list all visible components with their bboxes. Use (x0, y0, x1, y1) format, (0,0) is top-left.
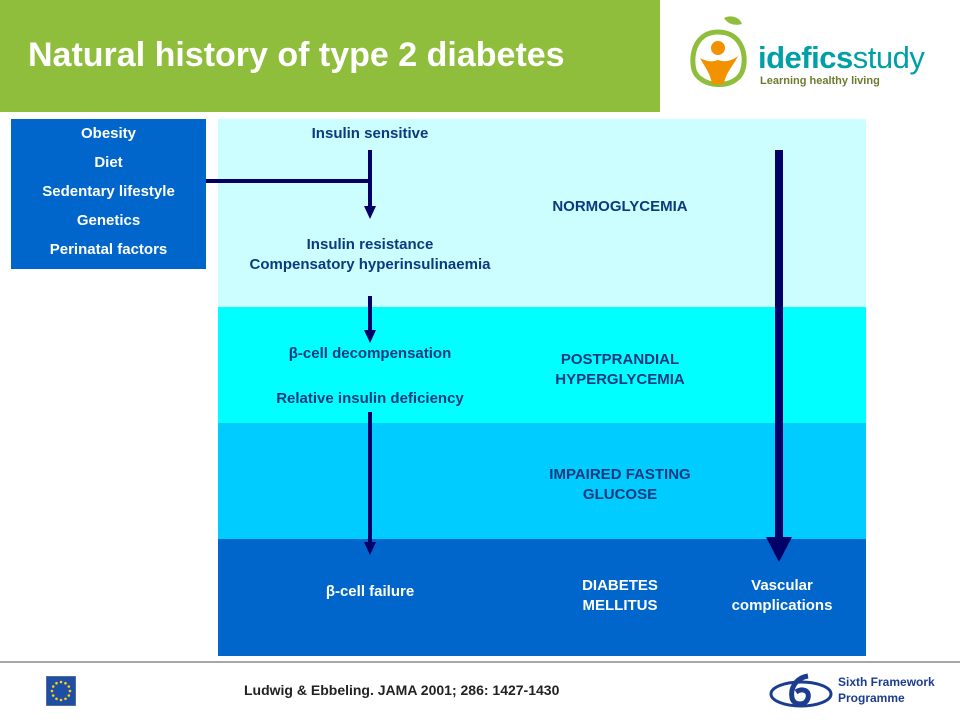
logo-tagline: Learning healthy living (760, 75, 880, 87)
band-normoglycemia (218, 119, 866, 307)
stage-diabetes-mellitus: DIABETES MELLITUS (582, 577, 658, 614)
stage-impaired-fasting-glucose: IMPAIRED FASTING GLUCOSE (549, 466, 691, 503)
stage-postprandial-hyperglycemia: POSTPRANDIAL HYPERGLYCEMIA (555, 351, 685, 388)
header-bar: Natural history of type 2 diabetes (0, 0, 660, 112)
risk-factor-diet: Diet (94, 154, 123, 171)
stage-normoglycemia: NORMOGLYCEMIA (552, 198, 688, 215)
label-insulin-sensitive: Insulin sensitive (311, 125, 429, 142)
arrowhead-decompensation-icon (364, 330, 376, 343)
risk-factor-genetics: Genetics (76, 212, 141, 229)
label-insulin-resistance: Insulin resistance Compensatory hyperins… (249, 236, 491, 273)
risk-factors-box: Obesity Diet Sedentary lifestyle Genetic… (11, 119, 206, 269)
slide-title: Natural history of type 2 diabetes (28, 36, 565, 74)
eu-flag-icon (46, 676, 76, 706)
risk-factor-sedentary-lifestyle: Sedentary lifestyle (42, 183, 175, 200)
sixth-framework-logo-icon (769, 673, 833, 708)
idefics-logo-icon (690, 16, 747, 87)
citation: Ludwig & Ebbeling. JAMA 2001; 286: 1427-… (244, 682, 560, 698)
band-impaired-fasting-glucose (218, 423, 866, 539)
label-relative-insulin-deficiency: Relative insulin deficiency (276, 390, 464, 407)
risk-factor-perinatal: Perinatal factors (49, 241, 168, 258)
band-postprandial-hyperglycemia (218, 307, 866, 423)
logo-wordmark: ideficsstudy (758, 40, 925, 75)
logo-area (662, 0, 960, 112)
arrowhead-resistance-icon (364, 206, 376, 219)
footer-divider (0, 661, 960, 663)
programme-label: Sixth Framework Programme (838, 675, 935, 705)
label-beta-cell-decompensation: β-cell decompensation (288, 345, 452, 362)
risk-factor-obesity: Obesity (80, 125, 137, 142)
label-beta-cell-failure: β-cell failure (325, 583, 415, 600)
label-vascular-complications: Vascular complications (731, 577, 833, 614)
arrowhead-vascular-icon (766, 537, 792, 562)
band-diabetes-mellitus (218, 539, 866, 656)
arrowhead-failure-icon (364, 542, 376, 555)
